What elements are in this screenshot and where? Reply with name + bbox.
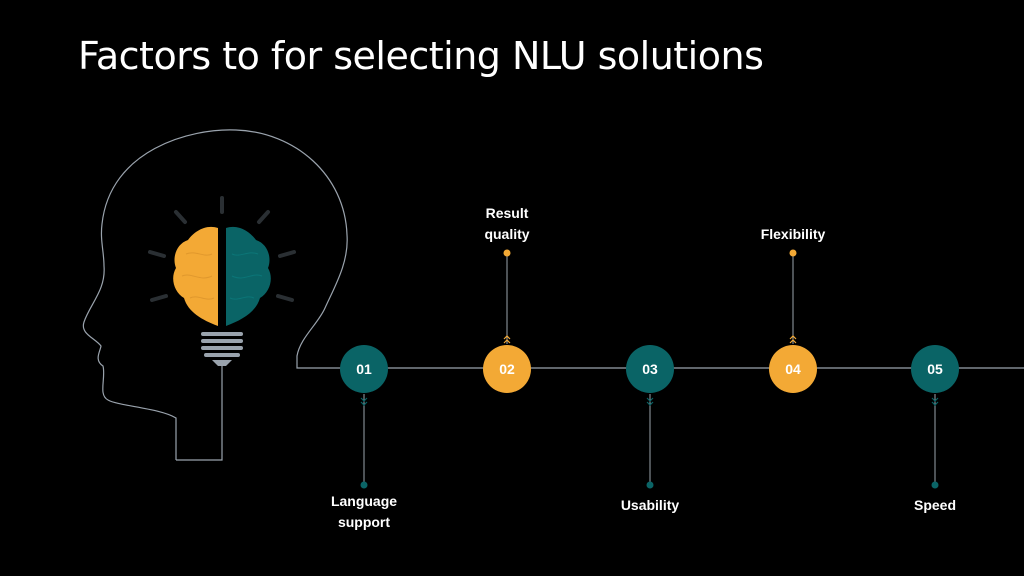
step-label-02-line1: Result: [485, 205, 529, 221]
bulb-cord: [176, 366, 223, 461]
light-rays: [148, 196, 296, 302]
step-node-01: 01: [340, 345, 388, 393]
step-label-01-line2: support: [337, 514, 391, 530]
step-node-02: 02: [483, 345, 531, 393]
step-node-03: 03: [626, 345, 674, 393]
step-label-03: Usability: [590, 495, 710, 516]
connectors: [360, 249, 939, 489]
step-label-05-line1: Speed: [913, 497, 956, 513]
step-node-05: 05: [911, 345, 959, 393]
step-label-02: Result quality: [447, 203, 567, 245]
step-label-01: Language support: [304, 491, 424, 533]
bulb-base: [201, 332, 243, 366]
step-label-03-line1: Usability: [620, 497, 680, 513]
step-label-02-line2: quality: [484, 226, 530, 242]
step-label-05: Speed: [875, 495, 995, 516]
step-label-01-line1: Language: [330, 493, 398, 509]
step-node-04: 04: [769, 345, 817, 393]
step-label-04-line1: Flexibility: [760, 226, 826, 242]
head-outline: [82, 129, 1024, 460]
head-with-lightbulb-brain-icon: [82, 129, 1024, 461]
step-label-04: Flexibility: [733, 224, 853, 245]
slide-title: Factors to for selecting NLU solutions: [78, 34, 764, 78]
